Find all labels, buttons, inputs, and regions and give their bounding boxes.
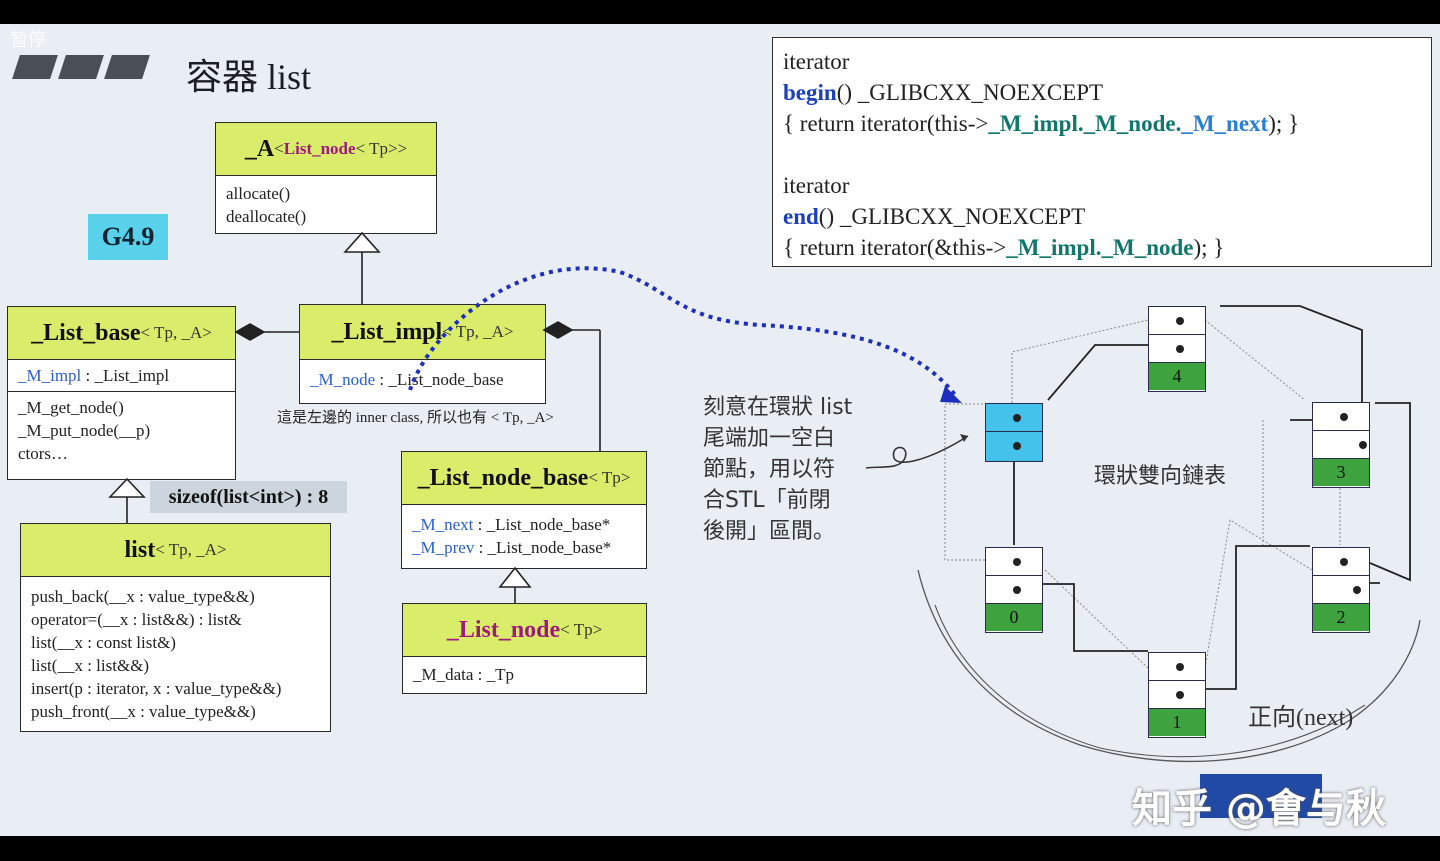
list-base-class-box: _List_base < Tp, _A> _M_impl : _List_imp… — [7, 306, 236, 480]
method-allocate: allocate() — [226, 184, 291, 203]
ring-node-0-label: 0 — [986, 604, 1042, 631]
list-base-name: _List_base — [31, 319, 141, 346]
slide-title: 容器 list — [186, 57, 312, 97]
code-begin-body-a: { return iterator(this-> — [783, 111, 989, 136]
ring-node-2-label: 2 — [1313, 604, 1369, 631]
code-end-body-c: _M_node — [1101, 235, 1194, 260]
explanation-line: 節點，用以符 — [703, 457, 836, 482]
ring-node-4-label: 4 — [1149, 363, 1205, 390]
explanation-line: 刻意在環狀 list — [703, 395, 853, 420]
list-impl-name: _List_impl — [331, 318, 443, 345]
allocator-targs-mid: List_node — [283, 139, 356, 158]
watermark-backdrop — [1200, 774, 1322, 818]
list-node-base-name: _List_node_base — [417, 464, 589, 491]
list-targs: < Tp, _A> — [155, 540, 227, 559]
ring-node-0: 0 — [985, 547, 1043, 633]
list-node-name: _List_node — [446, 616, 561, 643]
ring-node-blank — [985, 403, 1043, 462]
member-m-node: _M_node — [310, 370, 376, 389]
method-ctors: ctors… — [18, 444, 69, 463]
method-move-assign: operator=(__x : list&&) : list& — [31, 610, 242, 629]
forward-direction-label: 正向(next) — [1248, 705, 1354, 731]
method-insert: insert(p : iterator, x : value_type&&) — [31, 679, 282, 698]
allocator-targs-post: < Tp>> — [355, 139, 408, 158]
method-put-node: _M_put_node(__p) — [18, 421, 151, 440]
code-begin-body-e: ); } — [1268, 111, 1300, 136]
explanation-text: 刻意在環狀 list 尾端加一空白 節點，用以符 合STL「前閉 後開」區間。 — [703, 392, 852, 547]
list-node-class-box: _List_node < Tp> _M_data : _Tp — [402, 603, 647, 694]
explanation-line: 合STL「前閉 — [703, 488, 831, 513]
ring-node-1: 1 — [1148, 652, 1206, 738]
method-get-node: _M_get_node() — [18, 398, 124, 417]
list-node-base-targs: < Tp> — [588, 468, 631, 487]
code-begin-keyword: begin — [783, 80, 837, 105]
explanation-line: 尾端加一空白 — [703, 426, 836, 451]
list-class-box: list < Tp, _A> push_back(__x : value_typ… — [20, 523, 331, 732]
member-m-next: _M_next — [412, 515, 474, 534]
code-end-body-a: { return iterator(&this-> — [783, 235, 1007, 260]
list-node-targs: < Tp> — [560, 620, 603, 639]
member-m-data: _M_data : _Tp — [413, 665, 515, 684]
member-m-next-type: : _List_node_base* — [473, 515, 611, 534]
code-line-4: iterator — [783, 173, 850, 198]
code-line-1: iterator — [783, 49, 850, 74]
method-copy-ctor: list(__x : const list&) — [31, 633, 176, 652]
ring-node-2: 2 — [1312, 547, 1370, 633]
member-m-prev: _M_prev — [412, 538, 475, 557]
ring-node-3: 3 — [1312, 402, 1370, 488]
ring-node-3-label: 3 — [1313, 459, 1369, 486]
code-begin-body-c: _M_node. — [1083, 111, 1182, 136]
ring-node-4: 4 — [1148, 306, 1206, 392]
code-end-body-d: ); } — [1193, 235, 1225, 260]
code-end-body-b: _M_impl. — [1006, 235, 1102, 260]
list-node-base-class-box: _List_node_base < Tp> _M_next : _List_no… — [401, 451, 647, 569]
iterator-code-box: iterator begin() _GLIBCXX_NOEXCEPT { ret… — [772, 37, 1432, 267]
method-push-back: push_back(__x : value_type&&) — [31, 587, 255, 606]
member-m-impl-type: : _List_impl — [81, 366, 170, 385]
method-push-front: push_front(__x : value_type&&) — [31, 702, 256, 721]
sizeof-label: sizeof(list<int>) : 8 — [150, 481, 347, 513]
code-end-rest: () _GLIBCXX_NOEXCEPT — [818, 204, 1086, 229]
watermark: 知乎 @㑹与秋 — [1132, 786, 1386, 832]
list-name: list — [124, 536, 156, 563]
circular-list-label: 環狀雙向鏈表 — [1094, 464, 1227, 489]
member-m-impl: _M_impl — [18, 366, 82, 385]
member-m-node-type: : _List_node_base — [375, 370, 504, 389]
code-begin-rest: () _GLIBCXX_NOEXCEPT — [836, 80, 1104, 105]
list-base-targs: < Tp, _A> — [140, 323, 212, 342]
pause-indicator[interactable]: 暂停 — [10, 30, 46, 51]
code-begin-body-b: _M_impl. — [988, 111, 1084, 136]
code-end-keyword: end — [783, 204, 819, 229]
list-impl-class-box: _List_impl < Tp, _A> _M_node : _List_nod… — [299, 304, 546, 404]
allocator-targs-pre: < — [274, 139, 284, 158]
allocator-name: _A — [244, 135, 275, 162]
explanation-line: 後開」區間。 — [703, 519, 836, 544]
ring-node-1-label: 1 — [1149, 709, 1205, 736]
inner-class-note: 這是左邊的 inner class, 所以也有 < Tp, _A> — [277, 410, 554, 426]
version-badge: G4.9 — [88, 214, 168, 260]
member-m-prev-type: : _List_node_base* — [474, 538, 612, 557]
list-impl-targs: < Tp, _A> — [442, 322, 514, 341]
method-move-ctor: list(__x : list&&) — [31, 656, 150, 675]
allocator-class-box: _A < List_node < Tp>> allocate() dealloc… — [215, 122, 437, 234]
code-begin-body-d: _M_next — [1181, 111, 1269, 136]
method-deallocate: deallocate() — [226, 207, 307, 226]
